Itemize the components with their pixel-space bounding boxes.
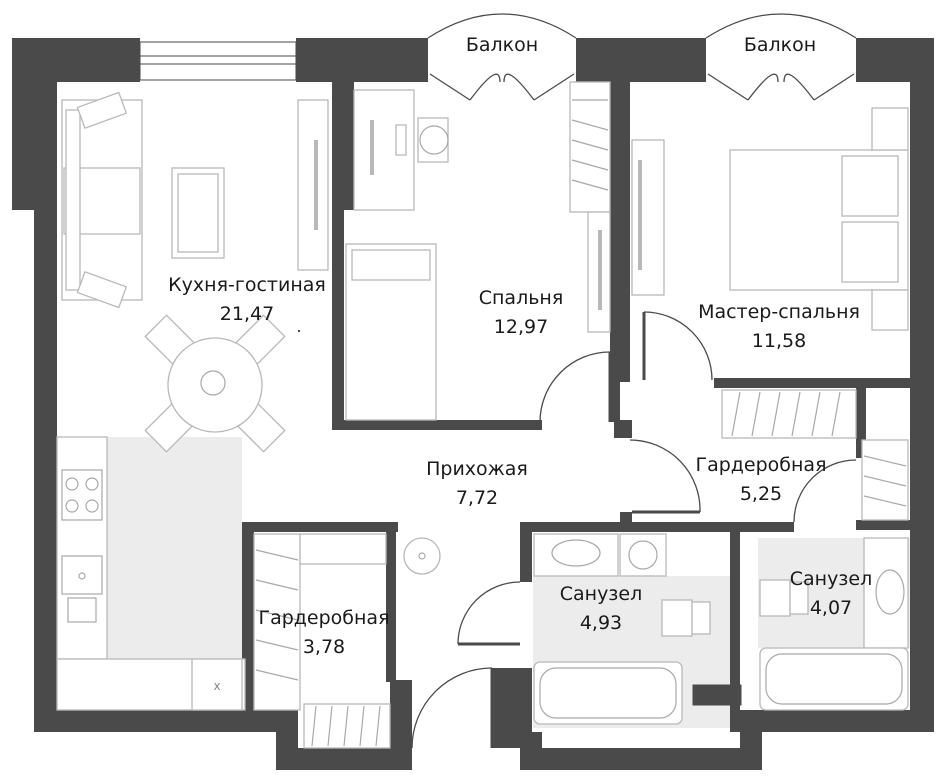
double-bed-icon (729, 107, 909, 331)
tv-cabinet-icon (297, 99, 329, 271)
room-name-bathroom-2: Санузел (790, 568, 873, 590)
room-name-bedroom: Спальня (479, 287, 564, 309)
room-name-wardrobe-right: Гардеробная (695, 454, 826, 476)
wardrobe-left-icon (253, 533, 391, 749)
bathroom-1-fixtures-icon (533, 533, 711, 725)
room-name-wardrobe-left: Гардеробная (258, 607, 389, 629)
room-name-hallway: Прихожая (426, 458, 528, 480)
svg-text:x: x (213, 679, 220, 693)
room-name-bathroom-1: Санузел (560, 583, 643, 605)
desk-icon (353, 89, 449, 211)
round-ottoman-icon (403, 537, 441, 575)
room-area-wardrobe-right: 5,25 (740, 483, 782, 505)
single-bed-icon (345, 243, 437, 421)
room-area-bedroom: 12,97 (494, 316, 548, 338)
bathroom-2-fixtures-icon (759, 537, 909, 711)
room-area-master-bedroom: 11,58 (752, 330, 806, 352)
room-area-hallway: 7,72 (456, 487, 498, 509)
balcony-right (705, 13, 857, 101)
window-living (139, 41, 297, 81)
room-area-bathroom-1: 4,93 (580, 612, 622, 634)
balcony-left (427, 13, 577, 101)
room-area-bathroom-2: 4,07 (810, 597, 852, 619)
room-name-master-bedroom: Мастер-спальня (698, 301, 860, 323)
outer-walls (12, 38, 934, 770)
room-area-wardrobe-left: 3,78 (303, 636, 345, 658)
room-name-living-kitchen: Кухня-гостиная (168, 274, 326, 296)
wardrobe-bedroom-icon (569, 81, 611, 333)
coffee-table-icon (171, 167, 225, 259)
wardrobe-right-icon (721, 389, 909, 521)
balcony-right-label: Балкон (744, 34, 816, 56)
dining-table-icon (144, 314, 286, 453)
balcony-left-label: Балкон (466, 34, 538, 56)
tv-master-icon (631, 139, 665, 296)
doors (392, 311, 857, 749)
sofa-icon (61, 91, 143, 309)
interior-walls (242, 82, 910, 748)
room-area-living-kitchen: 21,47 (220, 303, 274, 325)
kitchen-counter-icon: x (56, 436, 246, 711)
